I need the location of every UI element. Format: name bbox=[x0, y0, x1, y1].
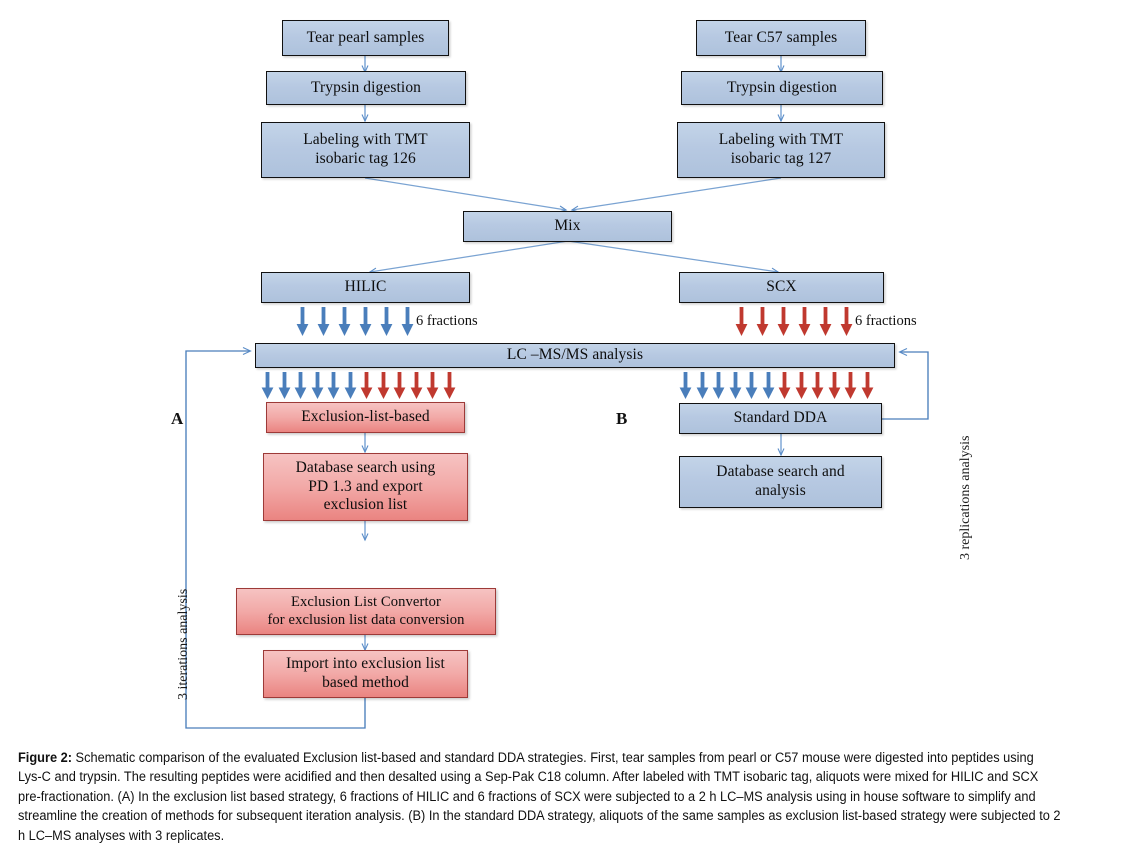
fat-arrow-red bbox=[377, 372, 390, 400]
fat-arrow-red bbox=[811, 372, 824, 400]
node-mix[interactable]: Mix bbox=[463, 211, 672, 242]
node-label: Tear C57 samples bbox=[724, 28, 838, 46]
fat-arrow-red bbox=[844, 372, 857, 400]
node-trypsin-digestion-left[interactable]: Trypsin digestion bbox=[266, 71, 466, 105]
fat-arrow-blue bbox=[344, 372, 357, 400]
fat-arrow-red bbox=[410, 372, 423, 400]
fat-arrow-red bbox=[777, 307, 790, 337]
fat-arrow-red bbox=[393, 372, 406, 400]
fat-arrow-blue bbox=[296, 307, 309, 337]
diagram-connectors bbox=[185, 56, 929, 729]
hilic-fraction-arrows bbox=[296, 307, 414, 337]
fat-arrow-red bbox=[426, 372, 439, 400]
fat-arrow-blue bbox=[261, 372, 274, 400]
left-bundle-arrows bbox=[261, 372, 456, 400]
scx-fraction-arrows bbox=[735, 307, 853, 337]
panel-letter-a: A bbox=[171, 409, 184, 428]
fat-arrow-blue bbox=[278, 372, 291, 400]
node-label: Exclusion-list-based bbox=[301, 408, 430, 426]
fat-arrow-red bbox=[360, 372, 373, 400]
node-label: LC –MS/MS analysis bbox=[506, 346, 644, 364]
node-lc-msms-analysis[interactable]: LC –MS/MS analysis bbox=[255, 343, 895, 368]
node-database-search-export[interactable]: Database search using PD 1.3 and export … bbox=[263, 453, 468, 521]
node-label: HILIC bbox=[344, 278, 387, 296]
fat-arrow-red bbox=[840, 307, 853, 337]
label-hilic-fractions: 6 fractions bbox=[416, 313, 478, 329]
node-hilic[interactable]: HILIC bbox=[261, 272, 470, 303]
fat-arrow-red bbox=[778, 372, 791, 400]
workflow-diagram: Tear pearl samples Trypsin digestion Lab… bbox=[171, 20, 973, 729]
label-3-iterations-analysis: 3 iterations analysis bbox=[176, 588, 191, 700]
node-exclusion-list-convertor[interactable]: Exclusion List Convertor for exclusion l… bbox=[236, 588, 496, 635]
node-label: Tear pearl samples bbox=[306, 28, 425, 46]
figure-caption-text: Schematic comparison of the evaluated Ex… bbox=[18, 750, 1061, 843]
panel-letter-b: B bbox=[616, 409, 628, 428]
fat-arrow-blue bbox=[317, 307, 330, 337]
figure-label: Figure 2: bbox=[18, 750, 73, 765]
node-label: SCX bbox=[766, 278, 797, 296]
fat-arrow-red bbox=[735, 307, 748, 337]
fat-arrow-red bbox=[756, 307, 769, 337]
label-3-replications-analysis: 3 replications analysis bbox=[958, 435, 973, 560]
fat-arrow-red bbox=[828, 372, 841, 400]
node-label: Trypsin digestion bbox=[726, 78, 838, 96]
fat-arrow-blue bbox=[294, 372, 307, 400]
fat-arrow-blue bbox=[745, 372, 758, 400]
label-scx-fractions: 6 fractions bbox=[855, 313, 917, 329]
figure-caption: Figure 2: Schematic comparison of the ev… bbox=[18, 748, 1061, 845]
fat-arrow-red bbox=[795, 372, 808, 400]
node-trypsin-digestion-right[interactable]: Trypsin digestion bbox=[681, 71, 883, 105]
fat-arrow-blue bbox=[359, 307, 372, 337]
fat-arrow-blue bbox=[311, 372, 324, 400]
fat-arrow-blue bbox=[696, 372, 709, 400]
node-standard-dda[interactable]: Standard DDA bbox=[679, 403, 882, 434]
node-tear-pearl-samples[interactable]: Tear pearl samples bbox=[282, 20, 449, 56]
node-labeling-tmt-126[interactable]: Labeling with TMT isobaric tag 126 bbox=[261, 122, 470, 178]
fat-arrow-blue bbox=[401, 307, 414, 337]
node-import-exclusion-list[interactable]: Import into exclusion list based method bbox=[263, 650, 468, 698]
right-bundle-arrows bbox=[679, 372, 874, 400]
fat-arrow-red bbox=[861, 372, 874, 400]
node-tear-c57-samples[interactable]: Tear C57 samples bbox=[696, 20, 866, 56]
node-label: Mix bbox=[554, 217, 581, 235]
fat-arrow-blue bbox=[327, 372, 340, 400]
fat-arrow-red bbox=[443, 372, 456, 400]
fat-arrow-blue bbox=[762, 372, 775, 400]
fat-arrow-blue bbox=[338, 307, 351, 337]
node-label: Standard DDA bbox=[733, 409, 828, 427]
fat-arrow-red bbox=[798, 307, 811, 337]
node-exclusion-list-based[interactable]: Exclusion-list-based bbox=[266, 402, 465, 433]
fat-arrow-blue bbox=[679, 372, 692, 400]
fat-arrow-red bbox=[819, 307, 832, 337]
node-labeling-tmt-127[interactable]: Labeling with TMT isobaric tag 127 bbox=[677, 122, 885, 178]
fat-arrow-blue bbox=[729, 372, 742, 400]
fat-arrow-blue bbox=[380, 307, 393, 337]
node-database-search-analysis[interactable]: Database search and analysis bbox=[679, 456, 882, 508]
node-scx[interactable]: SCX bbox=[679, 272, 884, 303]
fat-arrow-blue bbox=[712, 372, 725, 400]
node-label: Trypsin digestion bbox=[310, 78, 422, 96]
